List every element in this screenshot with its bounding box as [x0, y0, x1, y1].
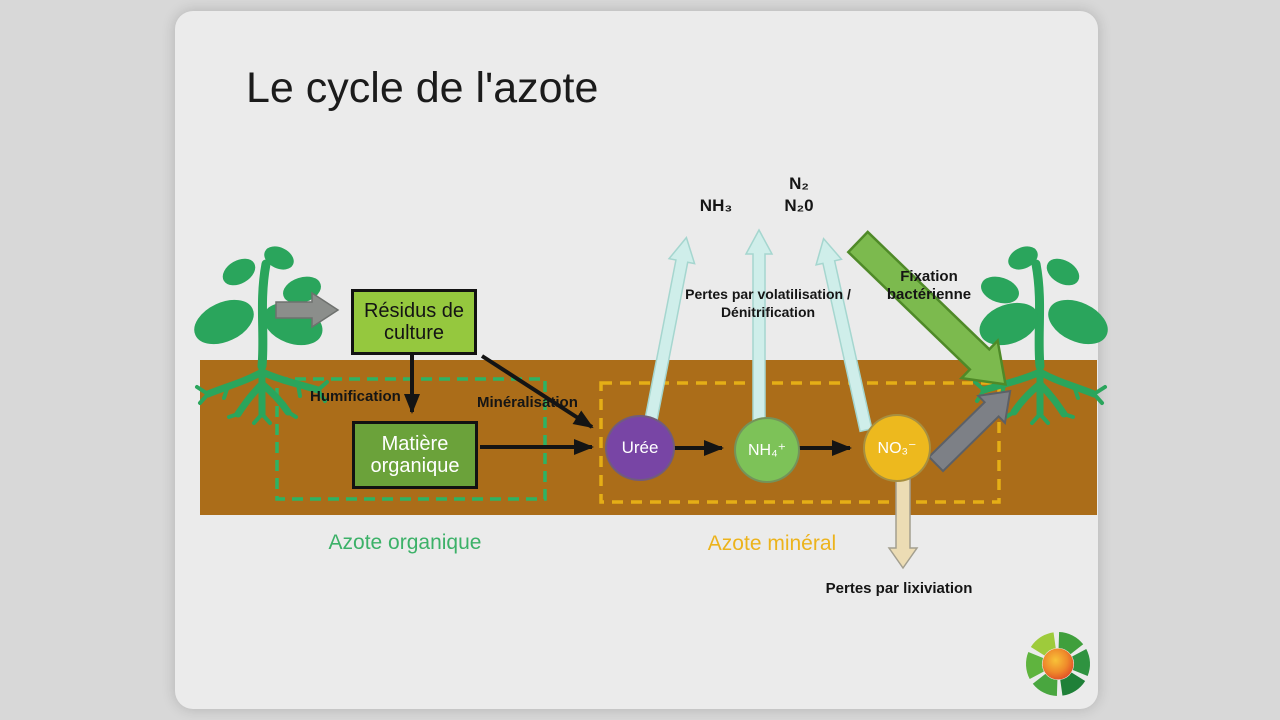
volatilisation-label-line1: Pertes par volatilisation /	[685, 286, 851, 302]
mineral-zone-outline	[599, 381, 1001, 504]
plant-left-icon	[188, 243, 328, 423]
volatilisation-arrows	[642, 228, 873, 433]
volatilisation-arrow-1	[642, 236, 696, 433]
no3-node: NO₃⁻	[863, 414, 931, 482]
lixiviation-label: Pertes par lixiviation	[825, 580, 973, 597]
fixation-arrow	[846, 230, 1008, 386]
nh3-gas-label: NH₃	[699, 196, 733, 215]
residus-to-uree-arrow	[480, 354, 594, 429]
n2-gas-label: N₂	[789, 174, 809, 193]
fixation-label-line2: bactérienne	[886, 286, 972, 303]
residus-box: Résidus de culture	[351, 289, 477, 355]
volatilisation-arrow-3	[815, 237, 873, 433]
volatilisation-arrow-2	[744, 228, 774, 431]
volatilisation-label-line2: Dénitrification	[720, 304, 816, 320]
matiere-box: Matière organique	[352, 421, 478, 489]
n2o-gas-label: N₂0	[784, 196, 814, 215]
aperture-logo-icon	[1022, 628, 1094, 700]
humification-label: Humification	[310, 388, 401, 405]
process-arrows	[404, 354, 852, 456]
uree-node: Urée	[605, 415, 675, 481]
no3-to-plant-arrow	[927, 389, 1012, 473]
lixiviation-arrow	[887, 477, 919, 570]
mineral-zone-caption: Azote minéral	[707, 532, 837, 555]
page-title: Le cycle de l'azote	[246, 64, 599, 112]
fixation-label-line1: Fixation	[900, 268, 958, 285]
nh4-node: NH₄⁺	[734, 417, 800, 483]
plant-to-residus-arrow	[275, 291, 340, 329]
mineralisation-label: Minéralisation	[477, 394, 578, 411]
organic-zone-caption: Azote organique	[328, 531, 482, 554]
